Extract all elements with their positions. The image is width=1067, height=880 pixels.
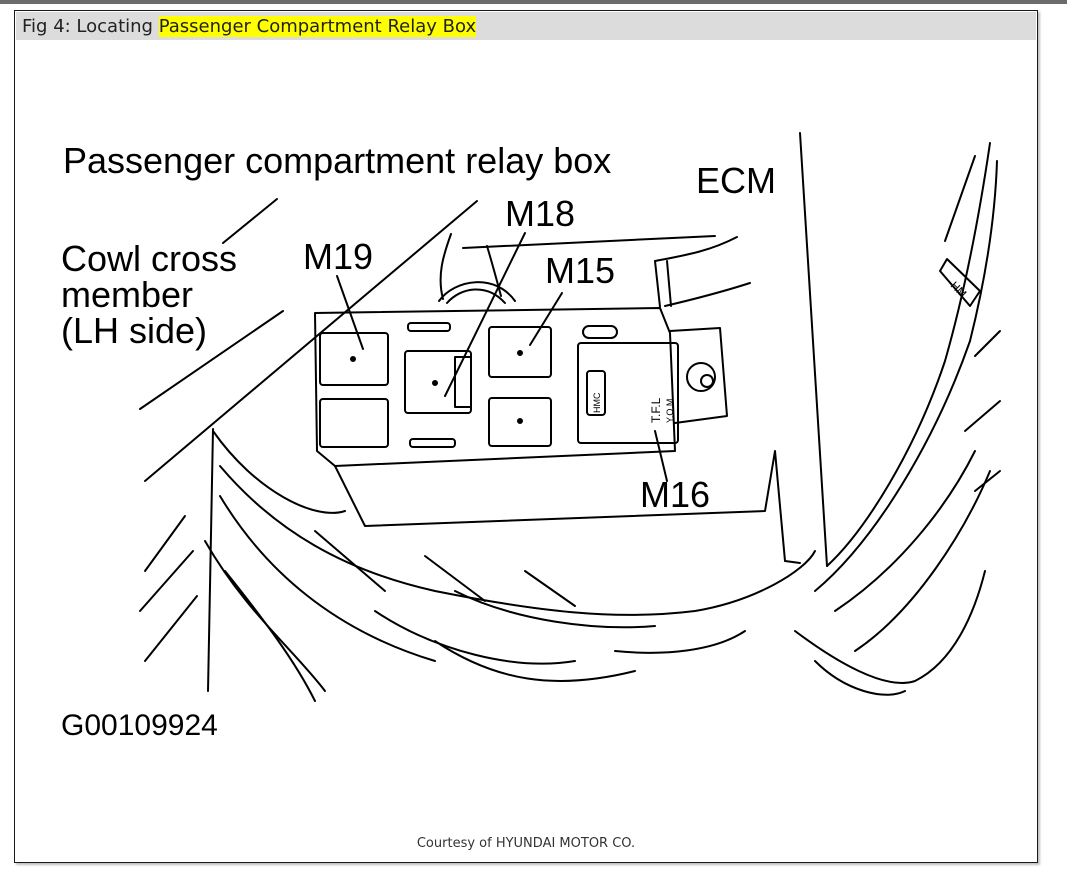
ecm-unit (794, 132, 1001, 696)
label-ecm: ECM (696, 160, 776, 201)
figure-caption: Fig 4: Locating Passenger Compartment Re… (22, 16, 477, 37)
courtesy-credit: Courtesy of HYUNDAI MOTOR CO. (416, 836, 636, 851)
leader-lines (336, 232, 668, 482)
label-m16: M16 (640, 474, 710, 515)
label-relay-box: Passenger compartment relay box (63, 140, 611, 181)
caption-highlight: Passenger Compartment Relay Box (158, 16, 477, 37)
relay-m19 (319, 332, 389, 386)
wire-connector (438, 233, 751, 308)
relay-hmc-tag: HMC (592, 392, 602, 413)
relay-lower-middle (488, 397, 552, 447)
label-cowl-line1: Cowl cross (61, 238, 237, 279)
label-cowl-line3: (LH side) (61, 310, 207, 351)
relay-box-diagram: Passenger compartment relay box ECM M18 … (61, 132, 1001, 742)
caption-prefix: Fig 4: Locating (22, 16, 159, 37)
label-m18: M18 (505, 193, 575, 234)
label-cowl-line2: member (61, 274, 193, 315)
label-m19: M19 (303, 236, 373, 277)
relay-m15 (488, 326, 552, 378)
relay-m16-tag: T.F.L (649, 397, 663, 423)
label-m15: M15 (545, 250, 615, 291)
wiring-harness (139, 430, 816, 702)
label-figure-id: G00109924 (61, 709, 218, 742)
top-rule (0, 0, 1067, 4)
relay-m18 (404, 350, 472, 414)
relay-m16-tag2: Y.O.M (665, 399, 675, 423)
cowl-cross-member (139, 198, 478, 692)
relay-lower-left (319, 398, 389, 448)
relay-m16 (577, 342, 679, 444)
relay-box-housing (314, 307, 801, 564)
caption-bar: Fig 4: Locating Passenger Compartment Re… (16, 12, 1036, 40)
figure-frame: Fig 4: Locating Passenger Compartment Re… (14, 10, 1038, 863)
